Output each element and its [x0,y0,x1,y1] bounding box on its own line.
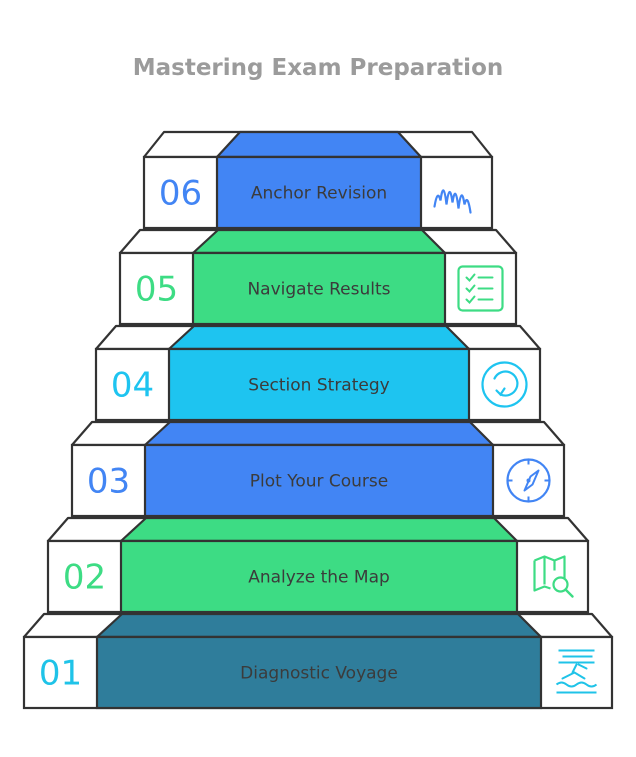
step-label: Diagnostic Voyage [240,664,398,684]
step-face [167,347,471,422]
step-label: Analyze the Map [248,568,390,588]
step-colored-top [191,228,447,255]
checklist-icon [457,265,504,312]
step-06: 06 Anchor Revision [142,130,494,230]
refresh-icon [481,361,528,408]
map-search-icon [533,555,574,598]
step-face [95,635,543,710]
steps: 01 Diagnostic Voyage 02 Analyze the Map 03 Pl… [22,130,614,710]
waveform-icon [433,189,472,214]
step-number: 06 [159,174,202,214]
step-label: Anchor Revision [251,184,387,204]
page-title: Mastering Exam Preparation [133,55,504,81]
step-number: 03 [87,462,130,502]
step-face [119,539,519,614]
compass-icon [506,458,551,503]
step-04: 04 Section Strategy [94,324,542,422]
step-label: Navigate Results [247,280,390,300]
step-colored-top [215,130,423,159]
step-label: Section Strategy [248,376,389,396]
step-colored-top [143,420,495,447]
step-02: 02 Analyze the Map [46,516,590,614]
step-face [143,443,495,518]
ship-icon [555,649,598,694]
step-05: 05 Navigate Results [118,228,518,326]
step-colored-top [95,612,543,639]
step-colored-top [167,324,471,351]
step-number: 02 [63,558,106,598]
step-label: Plot Your Course [250,472,389,492]
step-number: 01 [39,654,82,694]
step-number: 05 [135,270,178,310]
step-03: 03 Plot Your Course [70,420,566,518]
step-01: 01 Diagnostic Voyage [22,612,614,710]
step-colored-top [119,516,519,543]
step-face [191,251,447,326]
step-face [215,155,423,230]
step-number: 04 [111,366,154,406]
